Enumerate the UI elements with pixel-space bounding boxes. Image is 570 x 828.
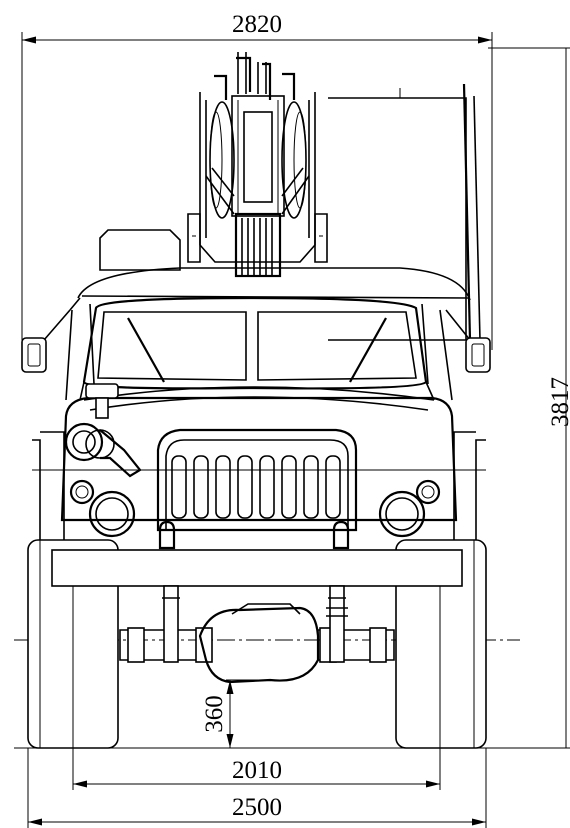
crane-boom <box>187 52 328 278</box>
cab <box>65 267 471 401</box>
cable-reel <box>328 83 481 341</box>
dimension-overall-width-label: 2820 <box>232 11 282 38</box>
dimension-ground-clearance-label: 360 <box>201 695 228 733</box>
headlights <box>69 479 441 538</box>
hood <box>32 386 486 560</box>
front-axle <box>119 585 395 684</box>
dimension-height-label: 3817 <box>547 377 570 427</box>
tow-hooks <box>158 520 350 550</box>
air-intake <box>64 383 142 478</box>
dimension-height: 3817 <box>488 47 570 749</box>
dimension-track-width-label: 2010 <box>232 757 282 784</box>
dimension-track-width: 2010 <box>72 586 441 790</box>
dimension-wheel-width: 2500 <box>27 748 487 828</box>
cab-rear-tank <box>99 229 181 271</box>
side-mirrors <box>21 309 491 373</box>
front-bumper <box>51 549 463 587</box>
dimension-overall-width: 2820 <box>21 11 493 350</box>
dimension-ground-clearance: 360 <box>201 679 270 748</box>
radiator-grille <box>156 428 358 532</box>
dimension-wheel-width-label: 2500 <box>232 794 282 821</box>
